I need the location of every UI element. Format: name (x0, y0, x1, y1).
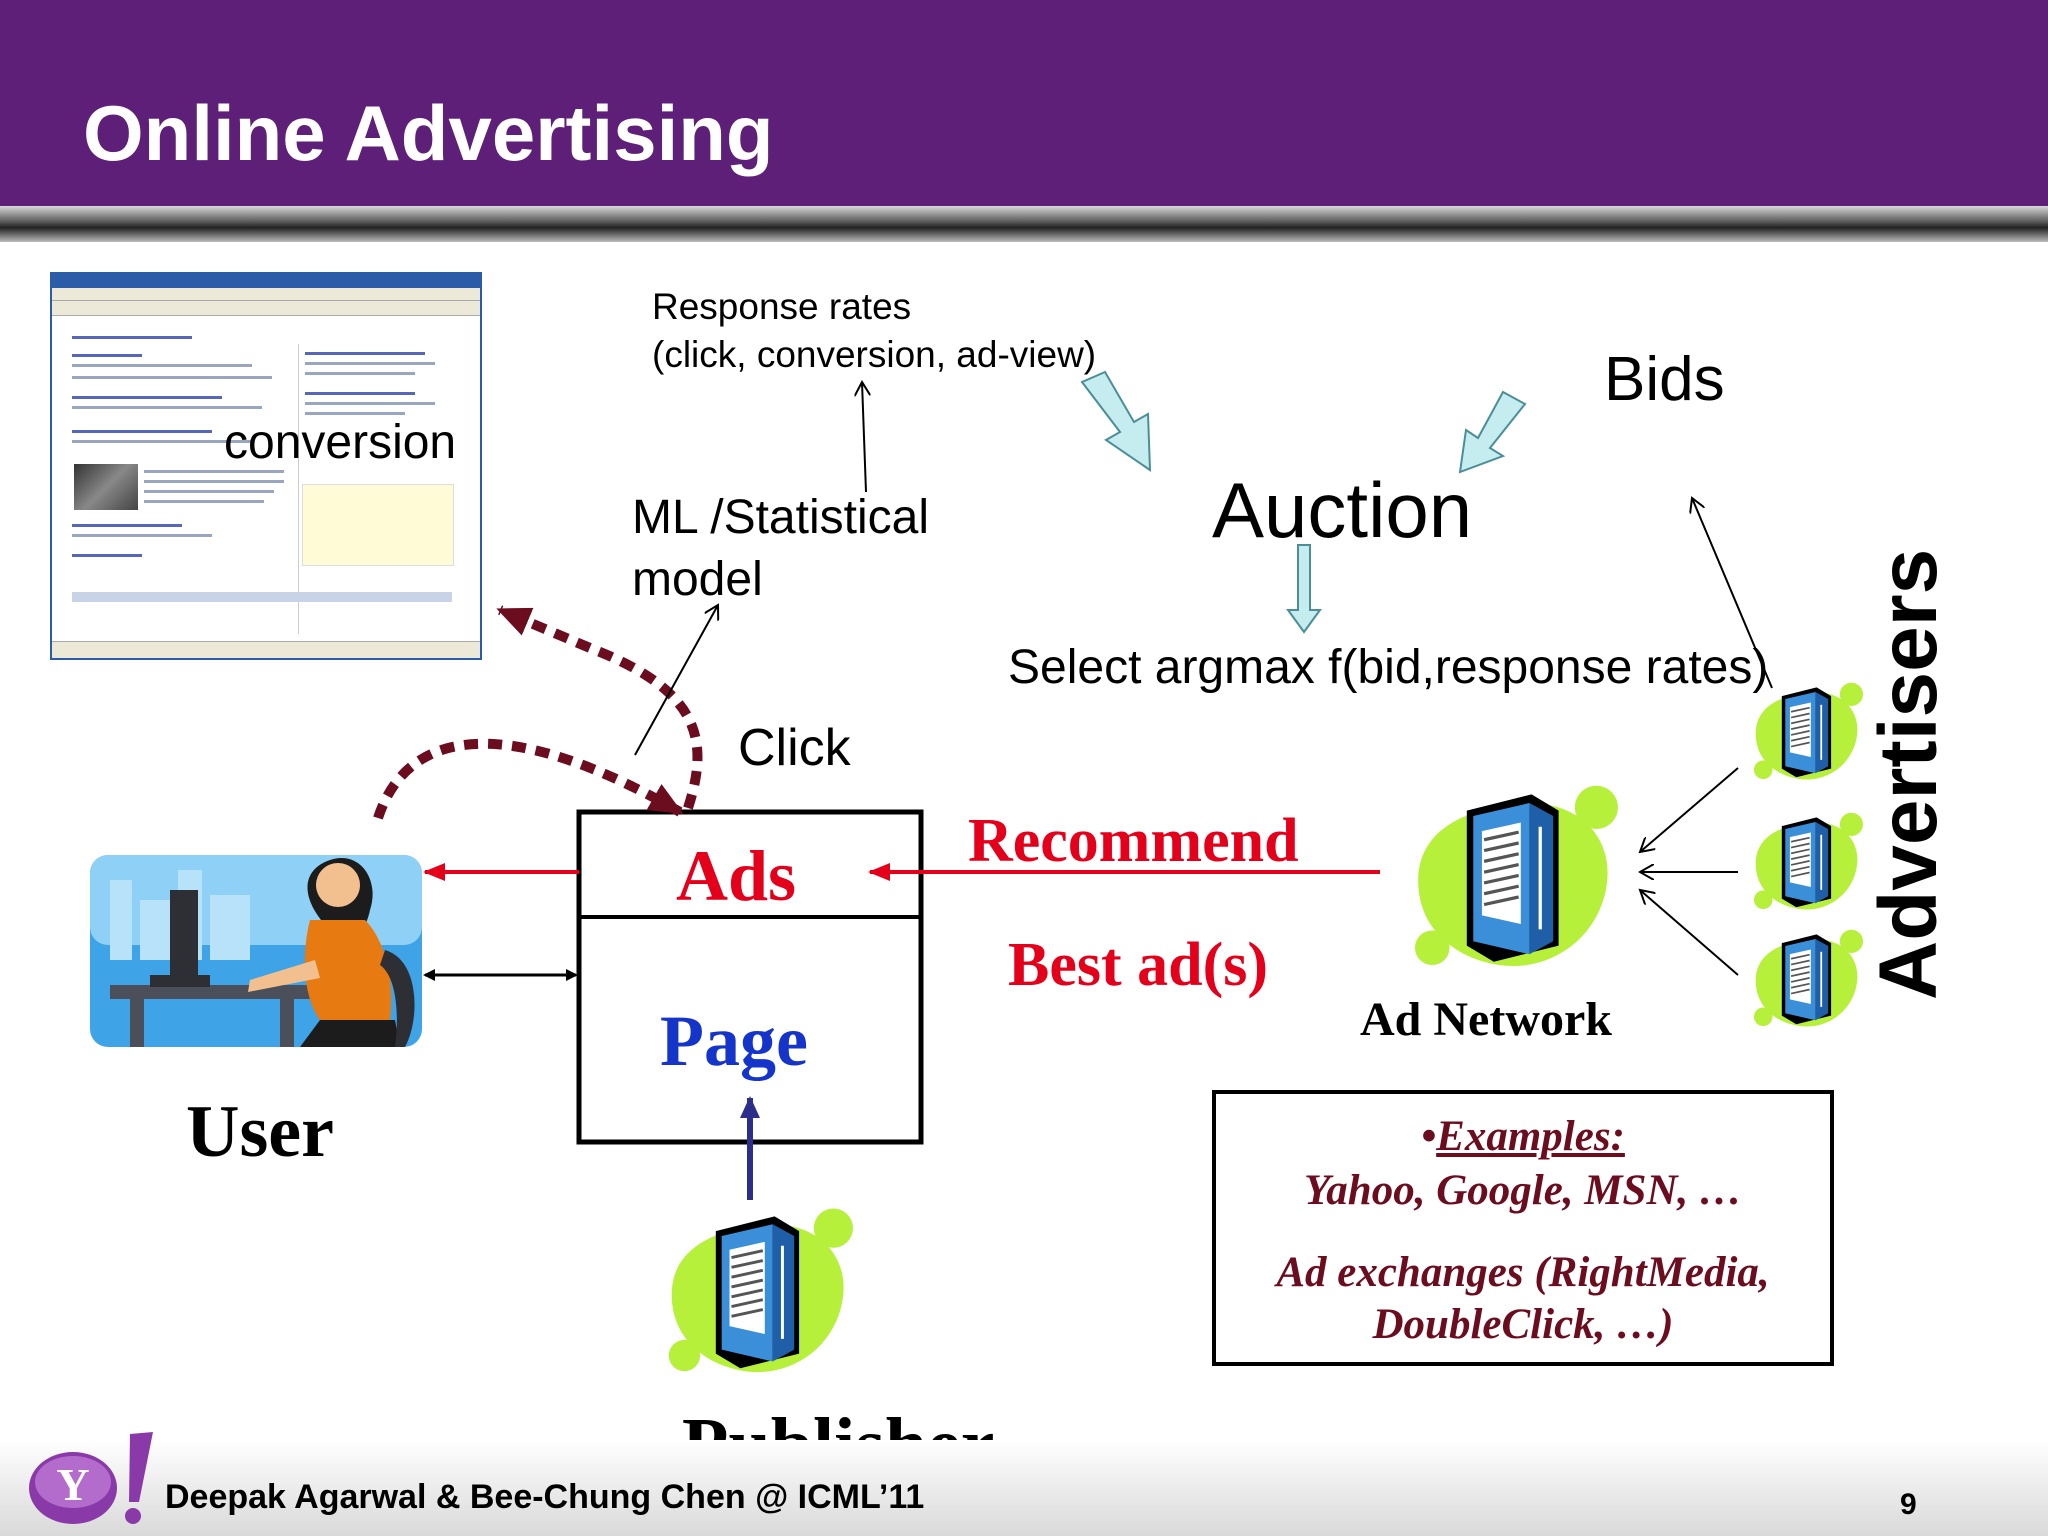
model-to-response-arrow (862, 382, 866, 493)
advertiser3-to-network-arrow (1640, 890, 1739, 976)
title-bar-underline (0, 206, 2048, 242)
examples-line-3: DoubleClick, …) (1372, 1301, 1674, 1348)
examples-line-1: Yahoo, Google, MSN, … (1303, 1167, 1743, 1214)
click-label: Click (738, 719, 851, 777)
examples-line-2: Ad exchanges (RightMedia, (1276, 1249, 1770, 1296)
examples-heading-row: •Examples: (1216, 1112, 1830, 1161)
browser-search-bar (72, 592, 452, 602)
user-click-dotted-arrow (373, 738, 684, 820)
best-ads-label: Best ad(s) (1008, 931, 1269, 999)
browser-status-bar (52, 641, 480, 658)
advertiser1-to-network-arrow (1640, 767, 1739, 852)
footer-credit: Deepak Agarwal & Bee-Chung Chen @ ICML’1… (165, 1478, 925, 1516)
browser-news-photo (74, 464, 138, 510)
auction-label: Auction (1212, 466, 1473, 554)
browser-ad-box (302, 484, 454, 566)
yahoo-logo-icon: Y (29, 1432, 153, 1524)
examples-heading: Examples: (1436, 1113, 1625, 1160)
page-number: 9 (1900, 1488, 1917, 1521)
advertisers-label: Advertisers (1863, 548, 1954, 1000)
examples-box: •Examples: Yahoo, Google, MSN, … Ad exch… (1212, 1090, 1834, 1366)
browser-title-bar (52, 274, 480, 288)
browser-screenshot (50, 272, 482, 660)
user-label: User (186, 1091, 334, 1173)
browser-address-bar (52, 301, 480, 316)
recommend-label: Recommend (968, 807, 1299, 875)
browser-sponsored-links (298, 344, 459, 634)
browser-menu-bar (52, 288, 480, 301)
footer-bar (0, 1440, 2048, 1536)
ad-network-label: Ad Network (1360, 993, 1612, 1046)
advertisers-to-bids-arrow (1692, 498, 1773, 689)
user-illustration (90, 855, 422, 1047)
slide-title: Online Advertising (83, 89, 774, 177)
conversion-dotted-arrow (496, 605, 703, 810)
bids-label: Bids (1604, 345, 1725, 414)
page-label: Page (660, 1001, 808, 1081)
response-rates-block-arrow (1080, 370, 1152, 472)
ads-label: Ads (676, 836, 797, 916)
ad-network-server-icon (1413, 784, 1620, 968)
ml-model-label: ML /Statistical (632, 491, 929, 544)
select-argmax-label: Select argmax f(bid,response rates) (1008, 641, 1769, 694)
response-rates-label: Response rates (652, 286, 912, 327)
ml-model-label-line2: model (632, 553, 763, 606)
yahoo-logo-letter: Y (56, 1459, 89, 1510)
examples-bullet: • (1421, 1113, 1437, 1160)
conversion-label: conversion (224, 416, 457, 469)
response-rates-detail: (click, conversion, ad-view) (652, 334, 1097, 375)
publisher-server-icon (667, 1207, 855, 1374)
advertiser-server-icon (1753, 928, 1864, 1028)
advertiser-server-icon (1753, 811, 1864, 911)
click-to-model-arrow (634, 605, 718, 756)
auction-down-arrow (1286, 544, 1322, 634)
bids-block-arrow (1458, 390, 1527, 474)
advertiser-server-icon (1753, 681, 1864, 781)
title-bar (0, 0, 2048, 242)
